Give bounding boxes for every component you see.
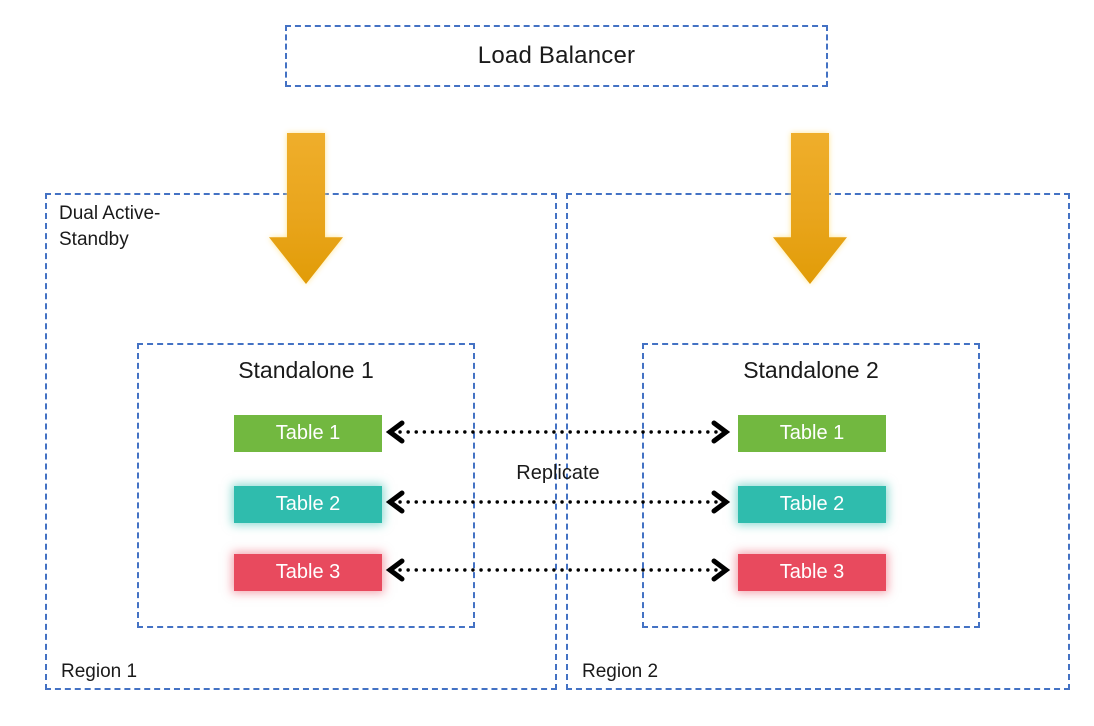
standalone-1-title: Standalone 1 xyxy=(238,357,374,383)
arrowhead-left-icon xyxy=(385,420,405,444)
table-3-label: Table 3 xyxy=(275,561,341,583)
table-3-chip-right: Table 3 xyxy=(738,554,886,591)
down-arrow-shape xyxy=(269,133,343,284)
down-arrow-shape xyxy=(773,133,847,284)
dual-active-standby-label: Dual Active-Standby xyxy=(59,203,161,250)
table-2-label: Table 2 xyxy=(779,493,845,515)
arrowhead-right-icon xyxy=(711,558,731,582)
table-1-label: Table 1 xyxy=(275,422,341,444)
replicate-arrow-table-2 xyxy=(385,490,731,514)
replicate-arrow-table-3 xyxy=(385,558,731,582)
table-2-chip-right: Table 2 xyxy=(738,486,886,523)
arrowhead-left-icon xyxy=(385,490,405,514)
standalone-2-title: Standalone 2 xyxy=(743,357,879,383)
arrowhead-right-icon xyxy=(711,490,731,514)
arrowhead-left-icon xyxy=(385,558,405,582)
table-2-label: Table 2 xyxy=(275,493,341,515)
region-2-label: Region 2 xyxy=(582,661,659,682)
replicate-label: Replicate xyxy=(516,462,600,484)
region-1-box: Dual Active-Standby Region 1 xyxy=(45,193,557,690)
table-1-chip-right: Table 1 xyxy=(738,415,886,452)
table-1-chip-left: Table 1 xyxy=(234,415,382,452)
down-arrow-right-icon xyxy=(773,133,847,284)
table-2-chip-left: Table 2 xyxy=(234,486,382,523)
arrowhead-right-icon xyxy=(711,420,731,444)
table-3-chip-left: Table 3 xyxy=(234,554,382,591)
table-3-label: Table 3 xyxy=(779,561,845,583)
replicate-arrow-table-1 xyxy=(385,420,731,444)
table-1-label: Table 1 xyxy=(779,422,845,444)
standalone-1-box: Standalone 1 Table 1 Table 2 Table 3 xyxy=(137,343,475,628)
load-balancer-label: Load Balancer xyxy=(477,42,636,69)
load-balancer-box: Load Balancer xyxy=(285,25,828,87)
region-1-label: Region 1 xyxy=(61,661,138,682)
standalone-2-box: Standalone 2 Table 1 Table 2 Table 3 xyxy=(642,343,980,628)
down-arrow-left-icon xyxy=(269,133,343,284)
